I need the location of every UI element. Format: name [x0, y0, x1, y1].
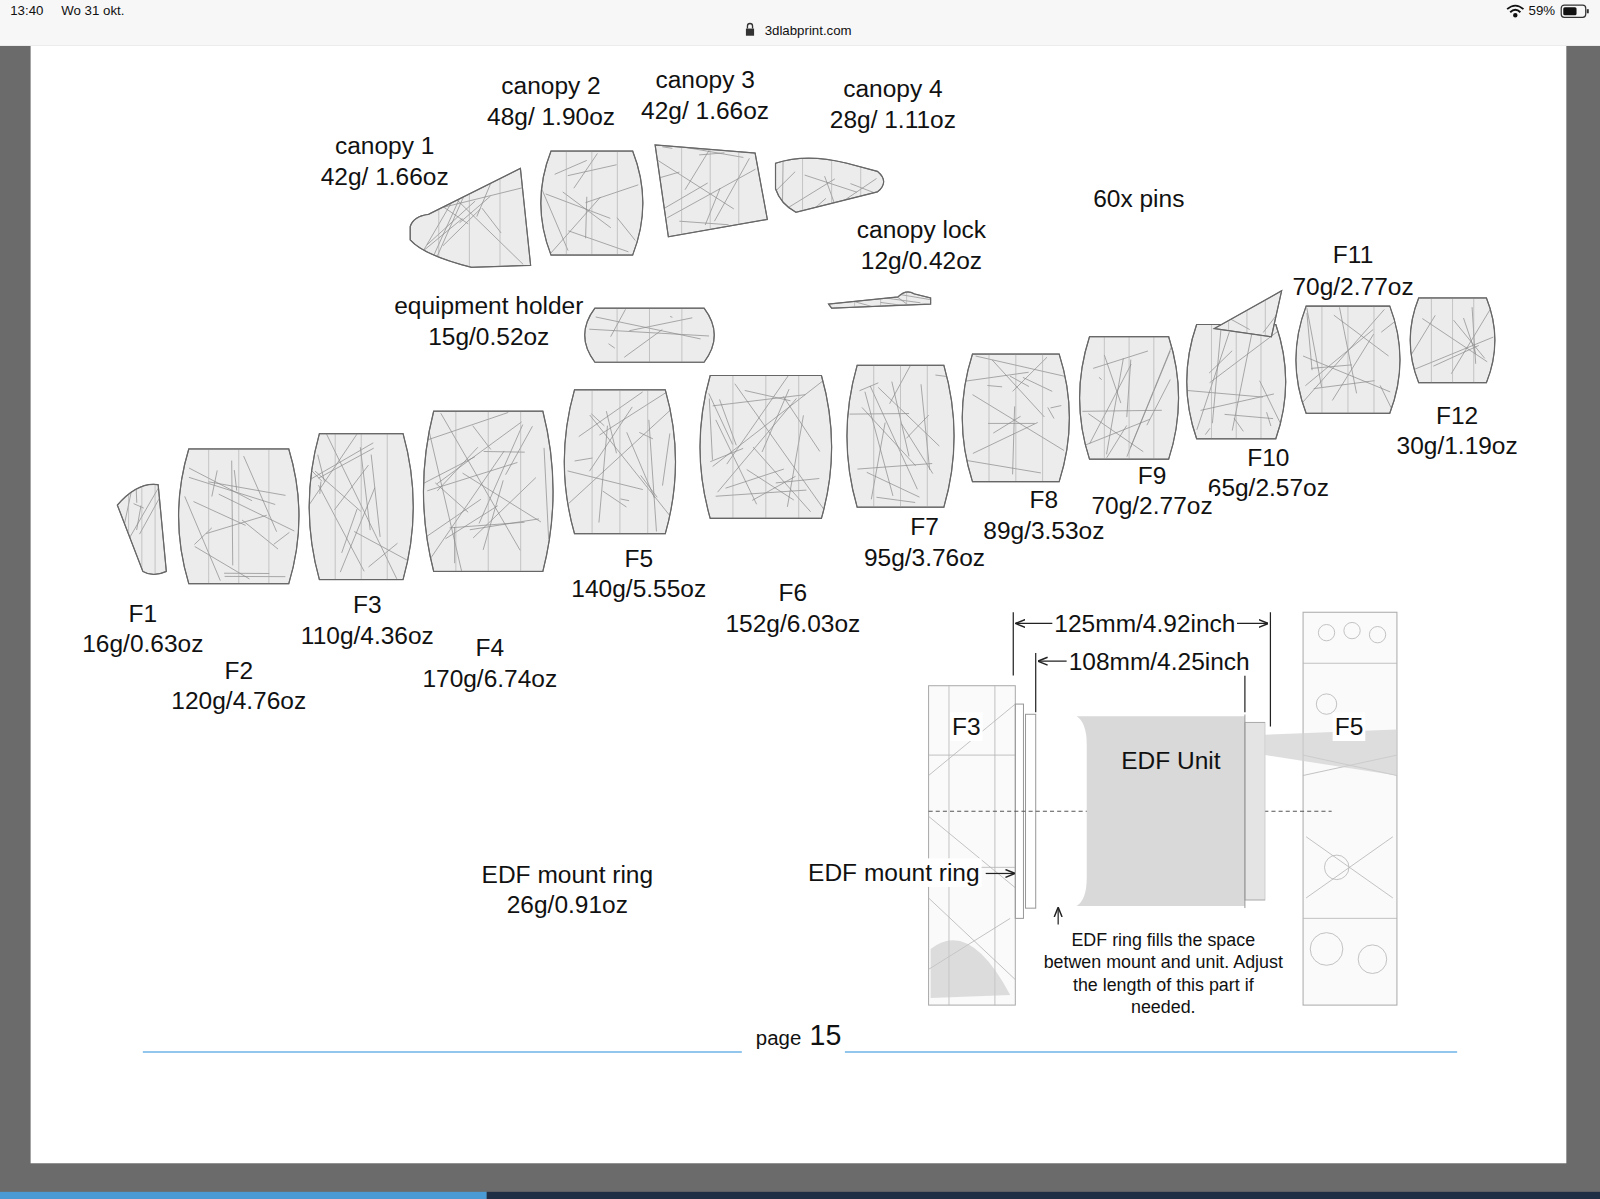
part-label: canopy 3: [653, 66, 756, 94]
part-label: 60x pins: [1091, 185, 1186, 213]
printed-part: [564, 390, 675, 534]
printed-part: [1296, 306, 1400, 413]
edf-unit-shape: EDF Unit: [1077, 714, 1266, 908]
status-text: 13:40: [8, 4, 45, 19]
part-label: F8: [1028, 486, 1061, 514]
printed-part: [700, 376, 832, 519]
part-label: 16g/0.63oz: [80, 630, 205, 658]
printed-part: [654, 145, 767, 237]
page-rules: [143, 1051, 1457, 1053]
part-label: 42g/ 1.66oz: [639, 96, 771, 124]
printed-part: [309, 434, 413, 580]
status-text: Wo 31 okt.: [59, 4, 126, 19]
note-text: EDF ring fills the space betwen mount an…: [1041, 929, 1286, 1019]
lock-icon: [746, 23, 754, 35]
edf-unit-outline: [1077, 714, 1266, 908]
printed-part: [962, 354, 1069, 482]
part-label: 108mm/4.25inch: [1067, 647, 1252, 675]
part-label: F5: [622, 544, 655, 572]
part-label: F12: [1434, 401, 1480, 429]
part-label: canopy 1: [333, 132, 436, 160]
printed-part: [423, 411, 553, 571]
part-label: EDF mount ring: [806, 858, 982, 886]
part-label: 15g/0.52oz: [426, 323, 551, 351]
part-label: equipment holder: [392, 292, 585, 320]
part-label: canopy 4: [841, 75, 944, 103]
part-label: 125mm/4.92inch: [1052, 609, 1237, 637]
part-label: F1: [127, 599, 160, 627]
printed-part: [585, 308, 715, 362]
document-page: [31, 46, 1567, 1163]
printed-part: [179, 449, 299, 584]
part-label: canopy 2: [499, 72, 602, 100]
status-text: 3dlabprint.com: [763, 24, 854, 39]
wifi-icon: [1507, 6, 1523, 17]
printed-part: [1211, 291, 1283, 337]
progress-track: [487, 1192, 1600, 1199]
progress-bar: [0, 1192, 487, 1199]
part-label: F4: [473, 634, 506, 662]
part-label: canopy lock: [855, 216, 988, 244]
printed-part: [1187, 324, 1286, 438]
part-label: F5: [1333, 712, 1366, 740]
battery-icon: [1561, 5, 1589, 17]
printed-part: [847, 365, 954, 507]
part-label: 15: [808, 1019, 844, 1052]
part-label: 48g/ 1.90oz: [485, 102, 617, 130]
printed-part: [1080, 337, 1179, 459]
part-label: F2: [222, 656, 255, 684]
part-label: 30g/1.19oz: [1394, 432, 1519, 460]
part-label: F11: [1331, 241, 1375, 269]
part-label: F3: [351, 591, 384, 619]
part-label: 26g/0.91oz: [505, 891, 630, 919]
printed-part: [117, 482, 166, 577]
part-label: 110g/4.36oz: [299, 622, 436, 650]
browser-bar: [0, 0, 1600, 46]
status-text: 59%: [1527, 4, 1558, 19]
printed-part: [829, 289, 931, 308]
part-label: 152g/6.03oz: [723, 609, 862, 637]
part-label: 42g/ 1.66oz: [319, 162, 451, 190]
part-label: F6: [777, 579, 810, 607]
part-label: 120g/4.76oz: [169, 687, 308, 715]
part-label: page: [754, 1027, 803, 1050]
part-label: 12g/0.42oz: [859, 246, 984, 274]
part-label: F3: [950, 712, 983, 740]
part-label: F7: [908, 512, 941, 540]
parts-illustration: [117, 145, 1495, 584]
part-label: F10: [1245, 443, 1291, 471]
part-label: 140g/5.55oz: [569, 575, 708, 603]
dimension-lines: [986, 612, 1271, 924]
part-label: F9: [1136, 461, 1169, 489]
part-label: EDF mount ring: [480, 860, 656, 888]
part-label: 95g/3.76oz: [862, 543, 987, 571]
part-label: 28g/ 1.11oz: [828, 105, 958, 133]
printed-part: [541, 151, 643, 255]
printed-part: [1410, 298, 1495, 383]
printed-part: [776, 153, 884, 214]
part-label: 70g/2.77oz: [1089, 492, 1214, 520]
part-label: 89g/3.53oz: [981, 517, 1106, 545]
part-label: 170g/6.74oz: [420, 664, 559, 692]
part-label: 65g/2.57oz: [1206, 474, 1331, 502]
unit-label: EDF Unit: [1077, 714, 1266, 775]
part-label: 70g/2.77oz: [1290, 273, 1415, 301]
